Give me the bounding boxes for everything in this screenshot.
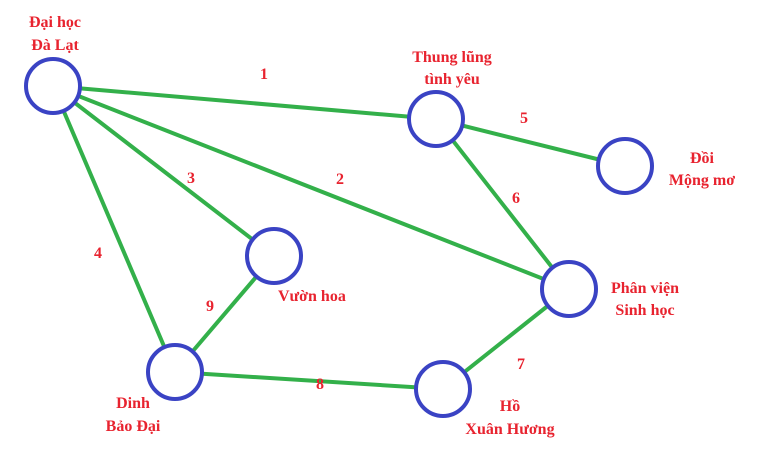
edge-dai-hoc-da-lat-phan-vien-sinh-hoc <box>51 84 571 291</box>
node-label-doi-mong-mo: Đồi <box>690 150 715 167</box>
node-label-doi-mong-mo: Mộng mơ <box>669 172 735 189</box>
edge-thung-lung-tinh-yeu-phan-vien-sinh-hoc <box>434 117 571 291</box>
edge-weight-label: 9 <box>206 298 214 315</box>
node-phan-vien-sinh-hoc <box>540 260 598 318</box>
node-label-dai-hoc-da-lat: Đại học <box>29 14 81 31</box>
node-label-vuon-hoa: Vườn hoa <box>278 288 346 305</box>
edges-layer <box>51 84 627 391</box>
node-label-phan-vien-sinh-hoc: Sinh học <box>615 302 674 319</box>
edge-thung-lung-tinh-yeu-doi-mong-mo <box>434 117 627 168</box>
node-label-dinh-bao-dai: Bảo Đại <box>106 418 161 435</box>
node-label-thung-lung-tinh-yeu: Thung lũng <box>412 49 492 66</box>
node-ho-xuan-huong <box>414 360 472 418</box>
node-doi-mong-mo <box>596 137 654 195</box>
node-label-dinh-bao-dai: Dinh <box>116 395 150 412</box>
edge-weight-label: 7 <box>517 356 525 373</box>
edge-weight-label: 3 <box>187 170 195 187</box>
node-dai-hoc-da-lat <box>24 57 82 115</box>
nodes-layer <box>24 57 654 418</box>
edge-dai-hoc-da-lat-thung-lung-tinh-yeu <box>51 84 438 121</box>
node-label-dai-hoc-da-lat: Đà Lạt <box>31 37 79 54</box>
edge-weight-label: 2 <box>336 171 344 188</box>
edge-weight-label: 8 <box>316 376 324 393</box>
edge-dai-hoc-da-lat-dinh-bao-dai <box>51 84 177 374</box>
edge-dinh-bao-dai-ho-xuan-huong <box>173 370 445 391</box>
edge-weight-label: 1 <box>260 66 268 83</box>
edge-weight-label: 6 <box>512 190 520 207</box>
node-dinh-bao-dai <box>146 343 204 401</box>
edge-dai-hoc-da-lat-vuon-hoa <box>51 84 276 258</box>
node-vuon-hoa <box>245 227 303 285</box>
node-thung-lung-tinh-yeu <box>407 90 465 148</box>
edge-weight-label: 5 <box>520 110 528 127</box>
node-label-thung-lung-tinh-yeu: tình yêu <box>424 71 480 88</box>
edge-weight-label: 4 <box>94 245 102 262</box>
node-label-ho-xuan-huong: Hồ <box>500 398 520 415</box>
node-label-ho-xuan-huong: Xuân Hương <box>465 421 554 438</box>
node-label-phan-vien-sinh-hoc: Phân viện <box>611 280 679 297</box>
